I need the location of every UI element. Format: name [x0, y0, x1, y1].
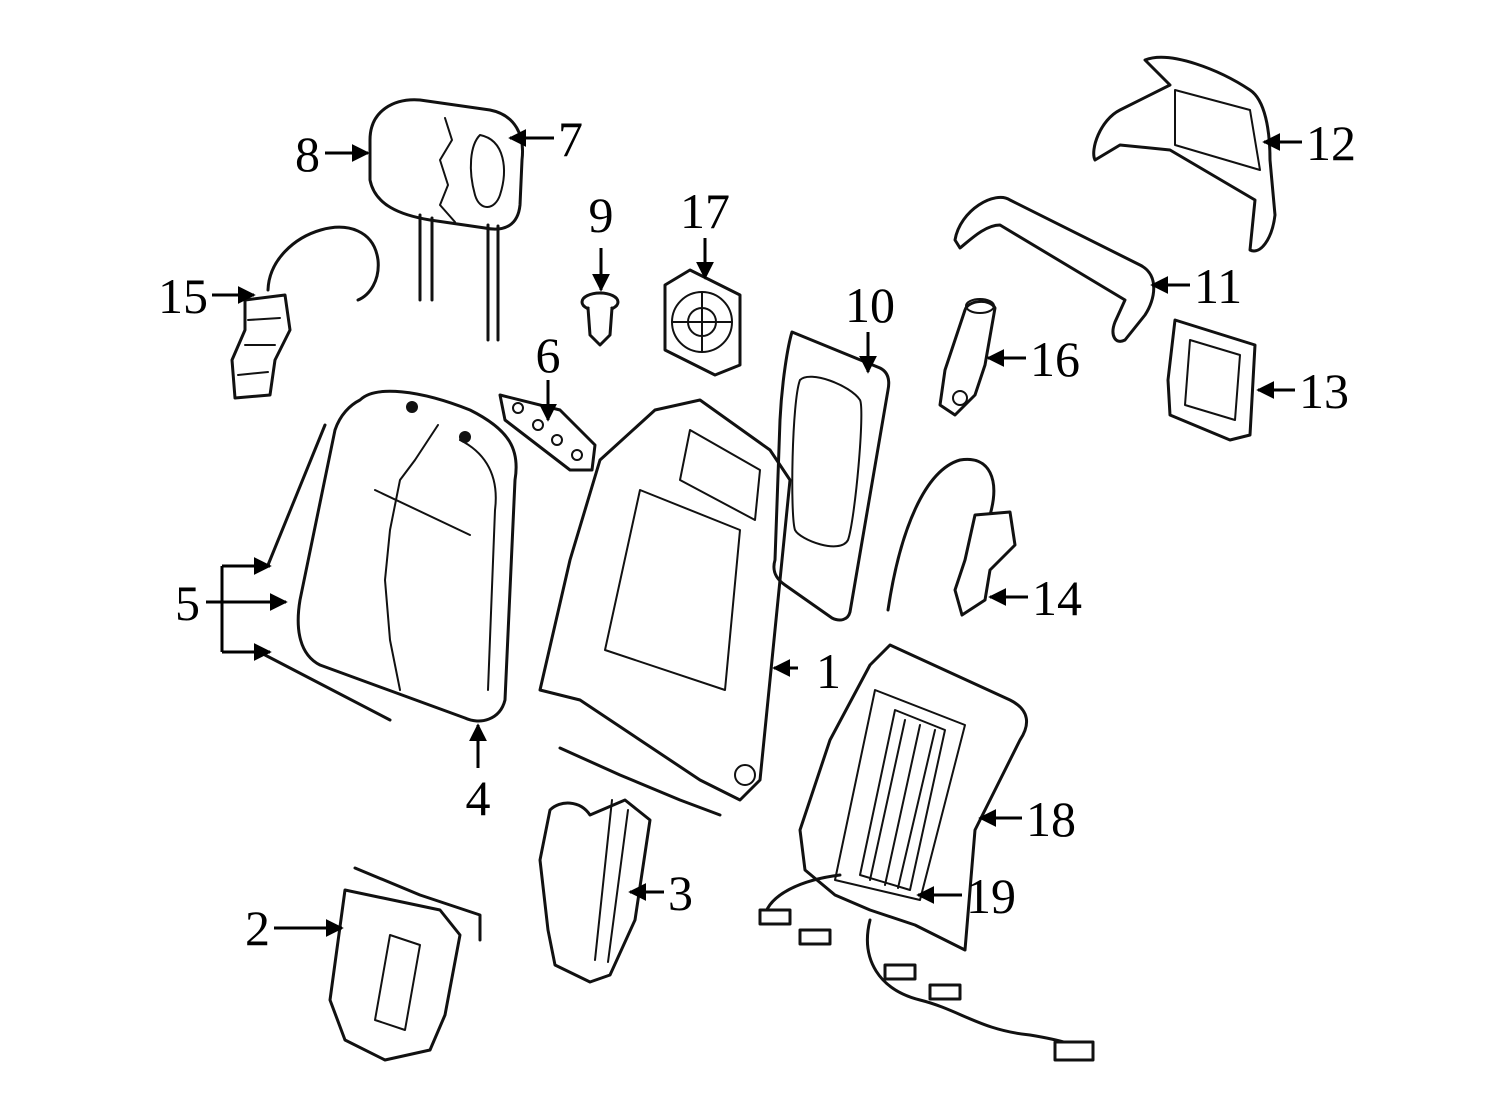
callout-label-6[interactable]: 6 [536, 327, 561, 383]
motor-part[interactable] [938, 298, 997, 417]
callout-label-7[interactable]: 7 [558, 111, 583, 167]
callout-label-19[interactable]: 19 [966, 868, 1016, 924]
motor-cable-right-part[interactable] [886, 457, 1017, 617]
wiring-harness-part[interactable] [758, 873, 1095, 1062]
headrest-part[interactable] [368, 98, 525, 342]
callout-label-9[interactable]: 9 [589, 187, 614, 243]
callout-label-14[interactable]: 14 [1032, 570, 1082, 626]
recliner-mechanism-part[interactable] [538, 746, 722, 984]
seat-back-frame-part[interactable] [538, 398, 792, 802]
callout-arrow-5 [206, 557, 288, 661]
bracket-plate-part[interactable] [498, 393, 597, 472]
motor-cable-left-part[interactable] [230, 225, 380, 400]
callout-label-18[interactable]: 18 [1026, 791, 1076, 847]
lumbar-support-plate-part[interactable] [328, 866, 482, 1062]
fan-part[interactable] [663, 268, 742, 377]
seat-back-cover-part[interactable] [296, 389, 518, 723]
callout-label-3[interactable]: 3 [668, 865, 693, 921]
callout-label-12[interactable]: 12 [1306, 115, 1356, 171]
lumbar-pad-part[interactable] [772, 330, 891, 622]
callout-label-16[interactable]: 16 [1030, 331, 1080, 387]
callout-label-15[interactable]: 15 [158, 268, 208, 324]
callout-label-1[interactable]: 1 [816, 643, 841, 699]
callout-label-11[interactable]: 11 [1194, 258, 1242, 314]
clip-part[interactable] [580, 291, 620, 347]
mounting-bracket-part[interactable] [1166, 318, 1257, 442]
callout-label-2[interactable]: 2 [245, 900, 270, 956]
retaining-rods-part[interactable] [263, 423, 392, 722]
callout-label-5[interactable]: 5 [175, 575, 200, 631]
callout-labels: 1 2 3 4 5 6 7 8 9 10 11 12 13 14 15 16 1… [158, 111, 1356, 956]
back-shell-top-part[interactable] [1092, 55, 1277, 253]
upper-trim-arc-part[interactable] [953, 195, 1156, 343]
callout-label-17[interactable]: 17 [680, 183, 730, 239]
callout-label-10[interactable]: 10 [845, 277, 895, 333]
callout-label-13[interactable]: 13 [1299, 363, 1349, 419]
callout-label-4[interactable]: 4 [466, 770, 491, 826]
callout-label-8[interactable]: 8 [295, 126, 320, 182]
rear-panel-part[interactable] [798, 643, 1029, 952]
callout-arrows [206, 129, 1302, 937]
